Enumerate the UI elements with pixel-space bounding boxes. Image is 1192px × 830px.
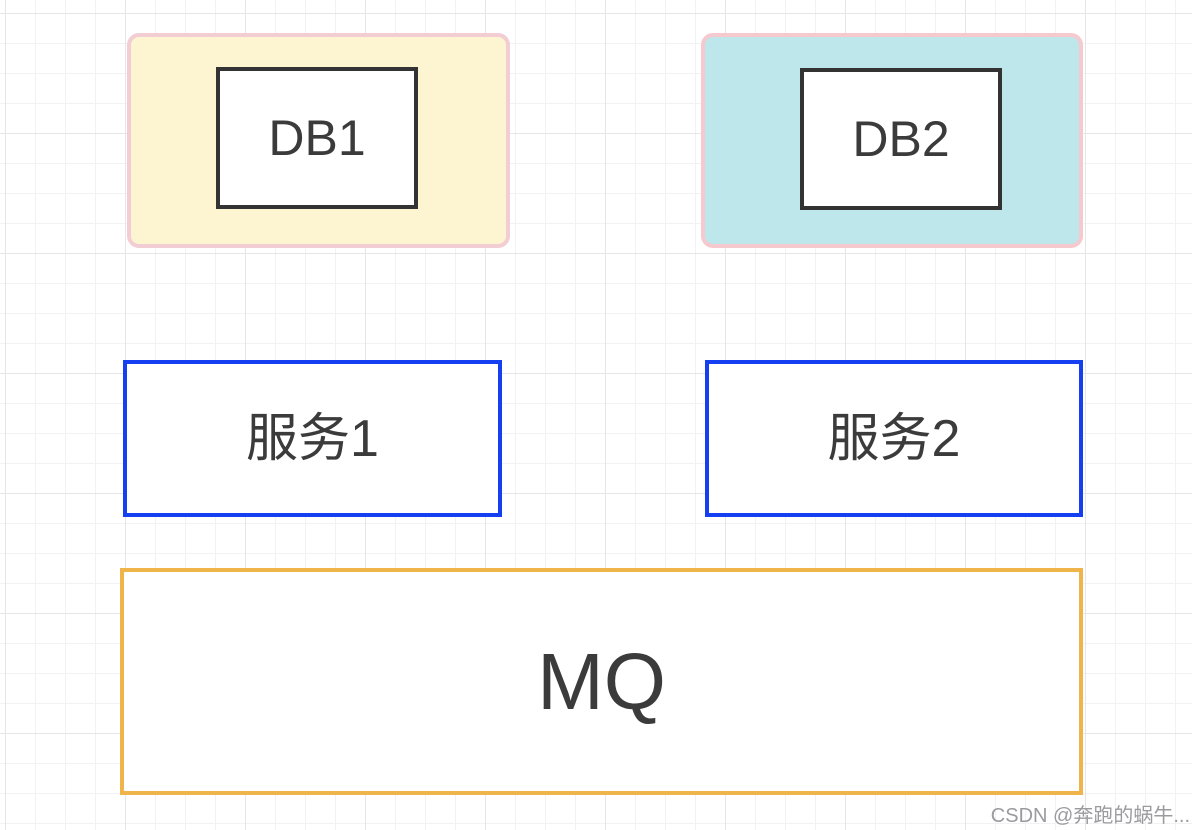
csdn-watermark: CSDN @奔跑的蜗牛... bbox=[990, 805, 1190, 827]
service2-node: 服务2 bbox=[705, 360, 1083, 517]
db2-node: DB2 bbox=[800, 68, 1002, 210]
mq-node: MQ bbox=[120, 568, 1083, 795]
db1-node: DB1 bbox=[216, 67, 418, 209]
service1-node: 服务1 bbox=[123, 360, 502, 517]
